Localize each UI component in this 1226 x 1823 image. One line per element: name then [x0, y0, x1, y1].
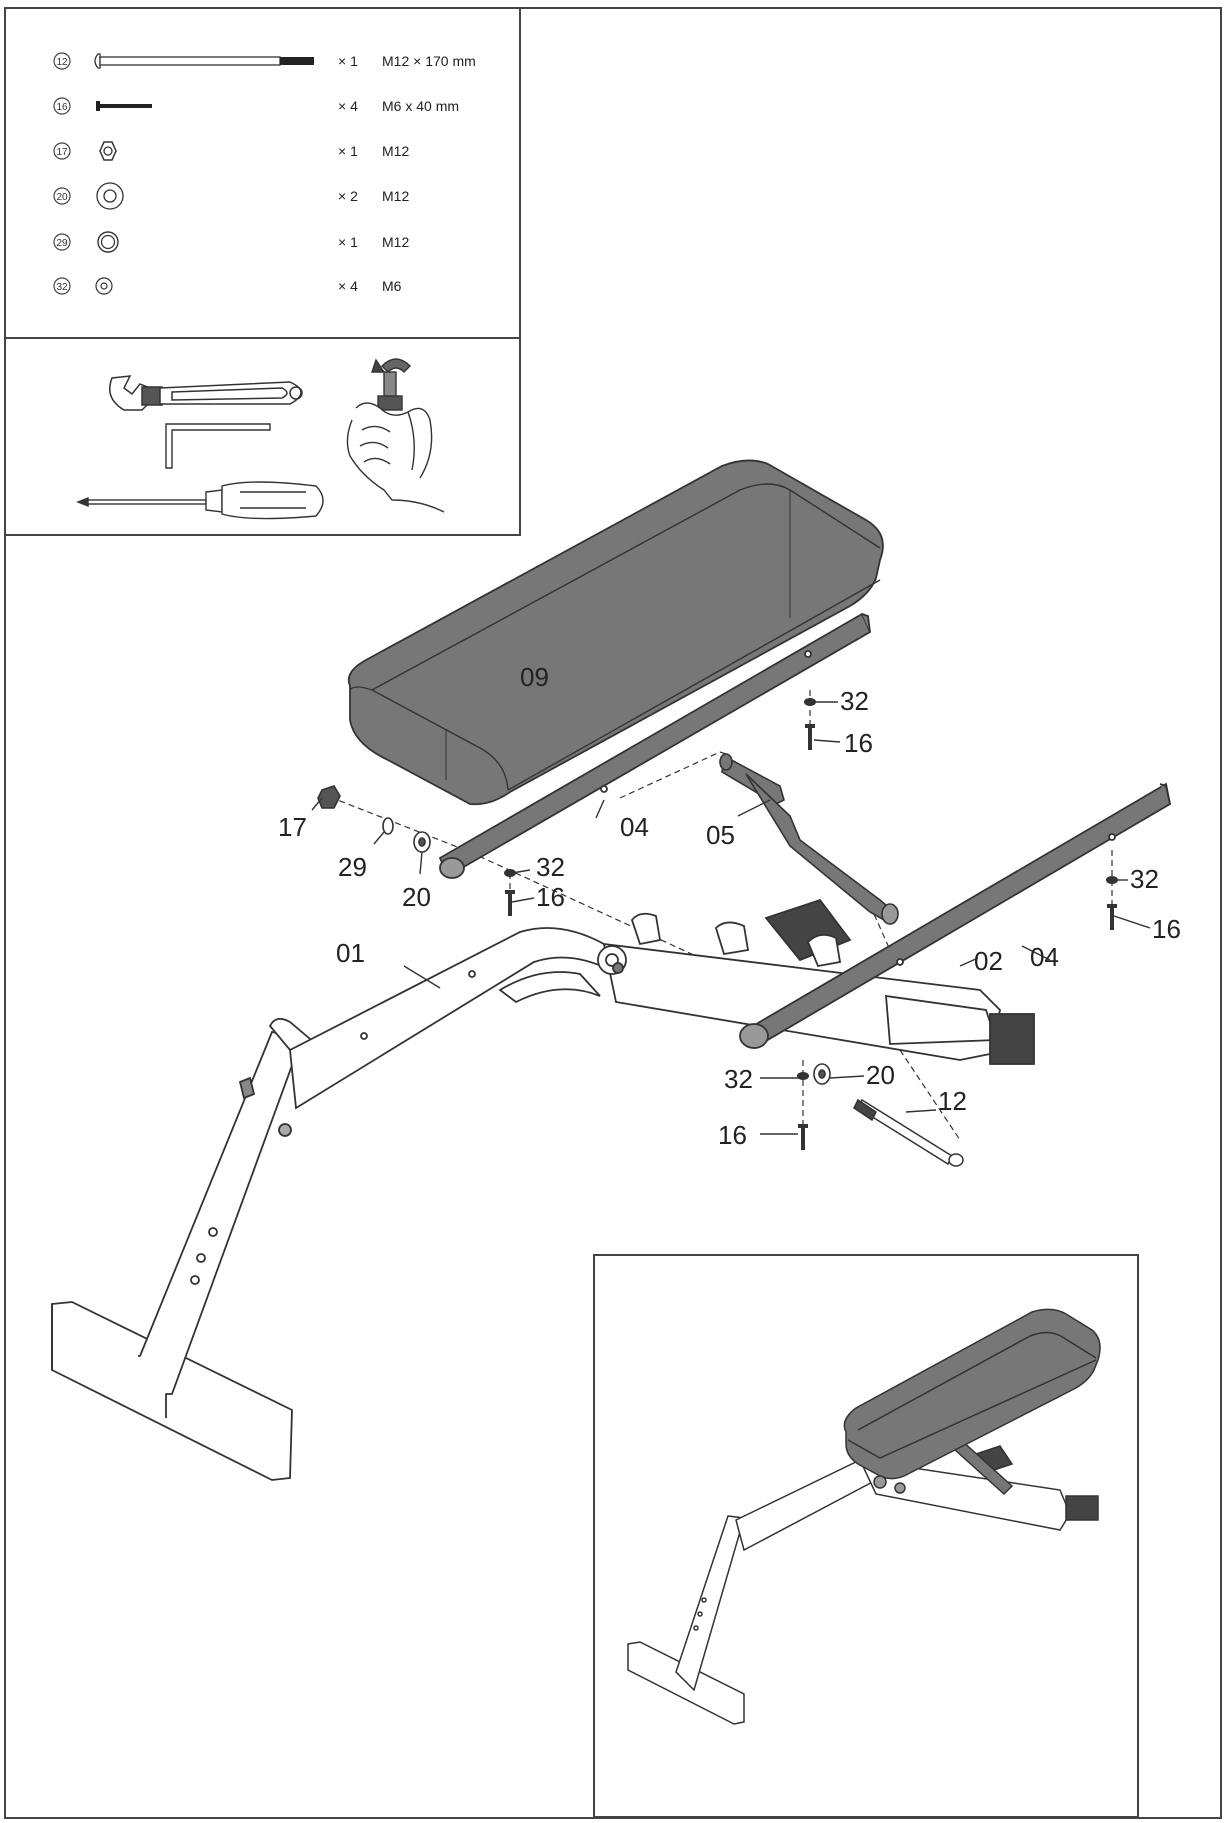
label-support-arm: 05	[706, 820, 735, 850]
hardware-qty: × 1	[338, 234, 358, 250]
hardware-spec: M12	[382, 188, 409, 204]
label-bolt: 16	[844, 728, 873, 758]
label-bolt: 16	[718, 1120, 747, 1150]
ring-washer-icon	[97, 231, 119, 253]
allen-key-icon	[165, 423, 271, 469]
label-bolt: 16	[536, 882, 565, 912]
small-washer-icon	[95, 277, 113, 295]
nut-17	[317, 785, 341, 809]
seat-cushion	[347, 459, 884, 806]
hardware-number: 12	[56, 57, 68, 68]
tools-panel	[4, 337, 521, 536]
flat-washer-icon	[96, 182, 124, 210]
small-washers-32	[504, 698, 1118, 1080]
axle-bolt-12	[853, 1098, 964, 1167]
label-small-washer: 32	[724, 1064, 753, 1094]
hardware-spec: M12	[382, 234, 409, 250]
hardware-spec: M6 x 40 mm	[382, 98, 459, 114]
label-washer-upper: 20	[402, 882, 431, 912]
label-rear-frame: 02	[974, 946, 1003, 976]
lower-rail	[739, 782, 1172, 1050]
label-nut: 17	[278, 812, 307, 842]
label-small-washer: 32	[1130, 864, 1159, 894]
ring-washer-29	[382, 817, 394, 835]
hardware-row: 29 × 1 M12	[53, 231, 409, 253]
label-washer-lower: 20	[866, 1060, 895, 1090]
hardware-qty: × 4	[338, 278, 358, 294]
exploded-view: 09 04 04 05 01 02 17 29 20 20 32 32 32 3…	[51, 459, 1181, 1481]
label-upper-rail: 04	[620, 812, 649, 842]
hardware-spec: M12 × 170 mm	[382, 53, 476, 69]
screwdriver-icon	[76, 481, 324, 520]
hardware-qty: × 1	[338, 53, 358, 69]
label-bolt: 16	[1152, 914, 1181, 944]
hardware-row: 32 × 4 M6	[53, 277, 402, 295]
hardware-spec: M12	[382, 143, 409, 159]
support-arm	[719, 753, 899, 925]
washer-20-upper	[413, 831, 431, 853]
hardware-number: 16	[56, 102, 68, 113]
hardware-spec: M6	[382, 278, 402, 294]
hardware-row: 20 × 2 M12	[53, 182, 409, 210]
washer-20-lower	[813, 1063, 831, 1085]
hardware-number: 20	[56, 192, 68, 203]
nut-icon	[99, 141, 117, 161]
hardware-row: 16 × 4 M6 x 40 mm	[53, 97, 459, 115]
long-bolt-icon	[94, 53, 314, 69]
adjustable-wrench-icon	[109, 375, 303, 411]
hardware-number: 17	[56, 147, 68, 158]
label-small-washer: 32	[536, 852, 565, 882]
hardware-row: 17 × 1 M12	[53, 141, 409, 161]
assembled-preview-panel	[593, 1254, 1139, 1818]
label-seat: 09	[520, 662, 549, 692]
hardware-number: 32	[56, 282, 68, 293]
label-front-frame: 01	[336, 938, 365, 968]
front-leg-frame	[51, 1017, 318, 1481]
bolts-16	[505, 724, 1117, 1150]
leader-lines	[311, 701, 1151, 1135]
label-lower-rail: 04	[1030, 942, 1059, 972]
hardware-panel: 12 × 1 M12 × 170 mm 16 × 4 M6 x 40 mm 17	[4, 7, 521, 339]
upper-rail	[438, 612, 872, 879]
short-bolt-icon	[96, 101, 152, 111]
rear-frame	[597, 898, 1035, 1065]
label-small-washer: 32	[840, 686, 869, 716]
hardware-qty: × 2	[338, 188, 358, 204]
hardware-number: 29	[56, 238, 68, 249]
hardware-row: 12 × 1 M12 × 170 mm	[53, 52, 476, 70]
hardware-qty: × 4	[338, 98, 358, 114]
hardware-qty: × 1	[338, 143, 358, 159]
label-ring-washer: 29	[338, 852, 367, 882]
label-axle-bolt: 12	[938, 1086, 967, 1116]
hand-tighten-icon	[346, 358, 445, 513]
assembled-bench-illustration	[627, 1308, 1101, 1725]
